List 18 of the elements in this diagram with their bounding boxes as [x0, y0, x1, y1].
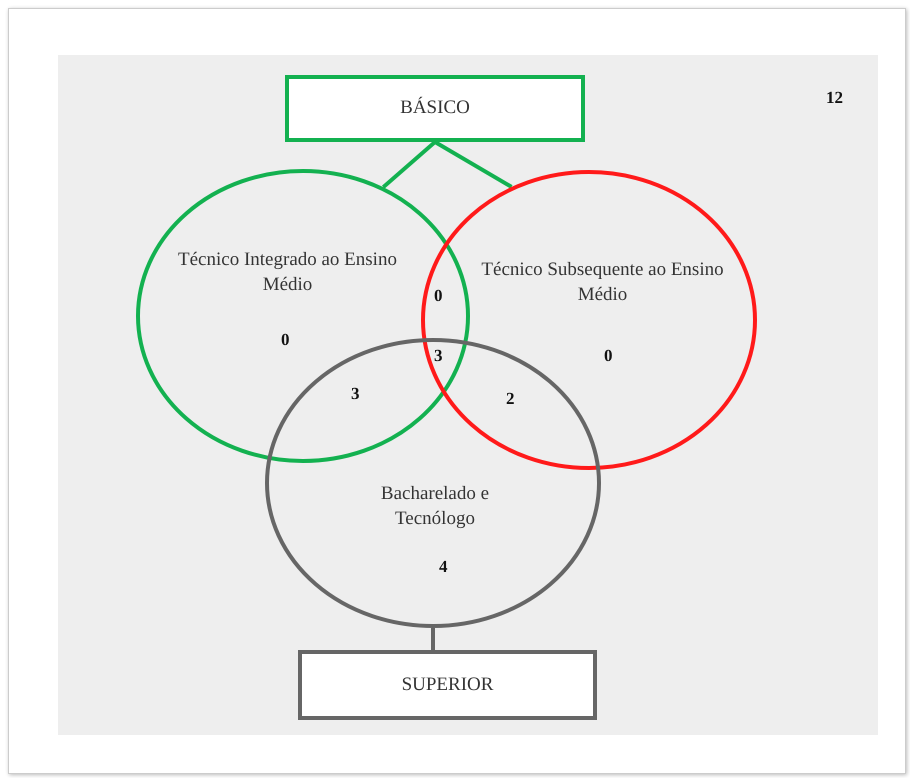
count-label: 0 [281, 330, 290, 350]
level-label: SUPERIOR [402, 672, 494, 697]
level-box [298, 650, 597, 720]
count-label: 2 [506, 389, 514, 409]
level-label: BÁSICO [400, 96, 470, 120]
count-label: 3 [434, 346, 442, 366]
count-label: 0 [604, 346, 612, 366]
count-label: 3 [351, 384, 360, 404]
set-label: Bacharelado e Tecnólogo [380, 482, 490, 531]
connector-line [434, 140, 513, 189]
count-label: 0 [434, 286, 442, 306]
connector-line [382, 140, 436, 189]
set-label: Técnico Subsequente ao Ensino Médio [480, 258, 725, 307]
set-label: Técnico Integrado ao Ensino Médio [177, 248, 398, 297]
connector-line [431, 628, 435, 650]
count-label: 4 [439, 557, 448, 577]
total-count: 12 [826, 88, 843, 108]
level-box [285, 75, 585, 142]
